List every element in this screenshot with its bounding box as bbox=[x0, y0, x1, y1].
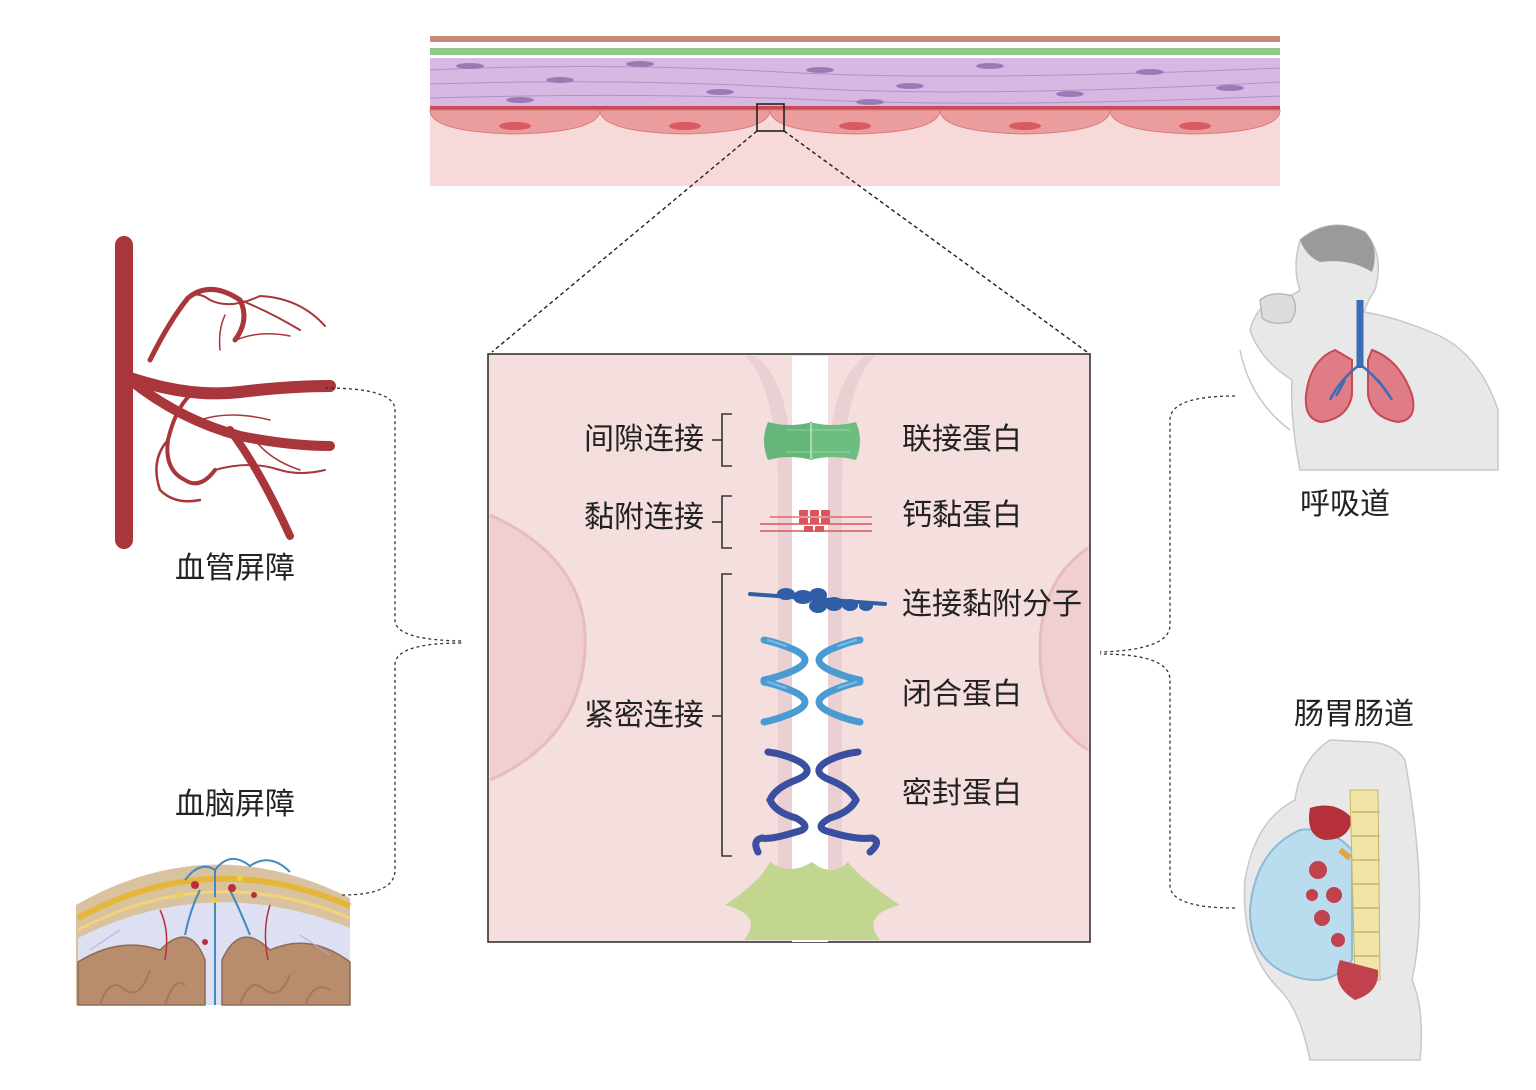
cadherin-label: 钙黏蛋白 bbox=[902, 498, 1022, 533]
gap-junction-label: 间隙连接 bbox=[584, 422, 704, 457]
tight-junction-label: 紧密连接 bbox=[584, 698, 704, 733]
connexin-label: 联接蛋白 bbox=[902, 422, 1022, 457]
connexin-mark bbox=[764, 422, 860, 460]
jam-mark bbox=[748, 588, 887, 613]
gastrointestinal-illustration bbox=[1243, 739, 1423, 1061]
occludin-label: 闭合蛋白 bbox=[902, 677, 1022, 712]
zoom-lines bbox=[491, 130, 1088, 353]
junction-inset bbox=[487, 353, 1091, 943]
connector-braces bbox=[324, 387, 1236, 909]
claudin-mark bbox=[752, 748, 880, 856]
cadherin-mark bbox=[760, 510, 872, 532]
brain-section-illustration bbox=[76, 858, 352, 1006]
brain-barrier-label: 血脑屏障 bbox=[175, 787, 295, 822]
adherens-junction-label: 黏附连接 bbox=[584, 500, 704, 535]
jam-label: 连接黏附分子 bbox=[902, 587, 1082, 622]
tissue-strip bbox=[429, 36, 1281, 186]
gut-label: 肠胃肠道 bbox=[1294, 697, 1414, 732]
respiratory-illustration bbox=[1239, 224, 1499, 471]
vessel-barrier-label: 血管屏障 bbox=[175, 551, 295, 586]
airway-label: 呼吸道 bbox=[1300, 487, 1390, 522]
junction-brackets bbox=[712, 413, 732, 857]
nucleus-blob bbox=[725, 862, 900, 940]
blood-vessel-illustration bbox=[115, 236, 336, 549]
claudin-label: 密封蛋白 bbox=[902, 776, 1022, 811]
